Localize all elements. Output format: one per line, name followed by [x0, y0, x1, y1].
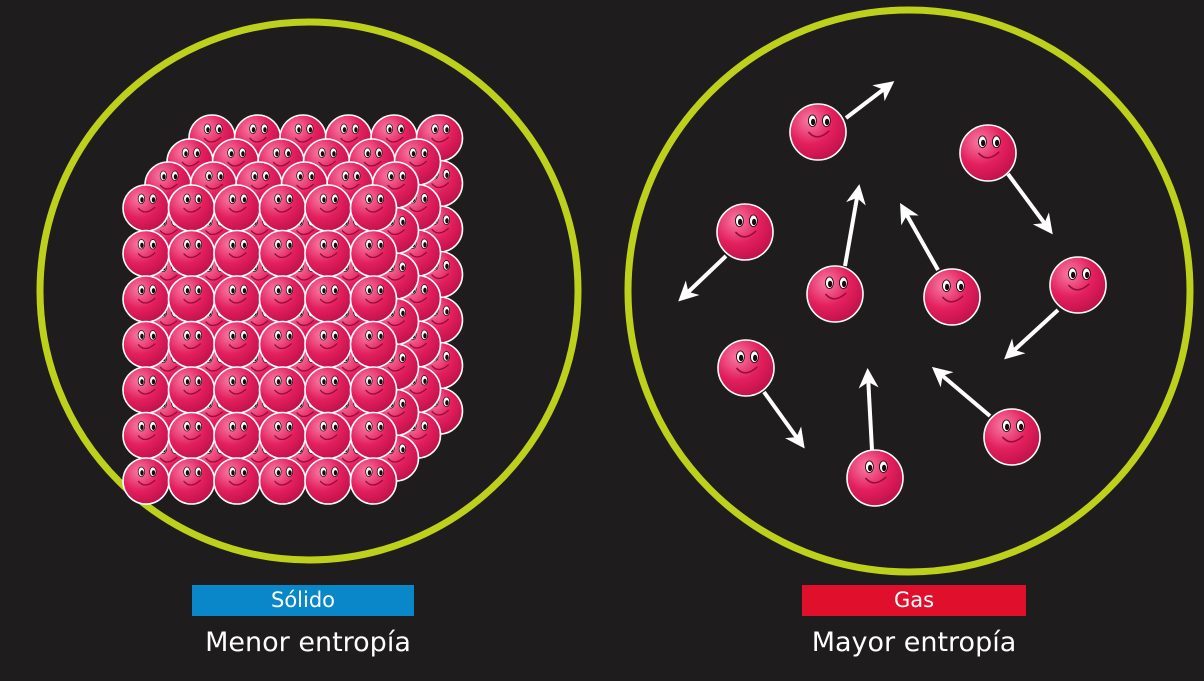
gas-container-ring: [624, 6, 1194, 576]
motion-arrow: [844, 81, 895, 120]
solid-particle: [304, 320, 352, 369]
motion-arrow: [843, 184, 866, 267]
solid-particle: [349, 457, 398, 505]
gas-particle: [716, 203, 774, 261]
gas-particle: [923, 268, 981, 326]
solid-particle: [258, 229, 307, 278]
solid-particle: [213, 457, 261, 505]
solid-particle: [304, 366, 352, 414]
gas-particle: [806, 265, 864, 323]
solid-container-ring: [36, 18, 582, 564]
motion-arrow: [1004, 308, 1060, 360]
solid-state-label: Sólido: [192, 585, 414, 616]
solid-particle: [349, 229, 398, 278]
solid-particle: [349, 184, 398, 232]
motion-arrow: [858, 368, 879, 451]
gas-particle: [789, 103, 847, 161]
motion-arrow: [900, 203, 940, 271]
motion-arrow: [678, 254, 728, 302]
solid-particle: [213, 320, 261, 369]
solid-label-text: Sólido: [270, 588, 336, 612]
motion-arrow: [931, 366, 992, 418]
motion-arrow: [1006, 172, 1053, 235]
solid-particle: [167, 411, 216, 460]
gas-particle: [1049, 256, 1107, 314]
solid-particle: [349, 275, 398, 323]
solid-particle: [167, 457, 216, 505]
gas-label-text: Gas: [893, 588, 935, 612]
solid-particle: [213, 275, 261, 323]
gas-state-label: Gas: [802, 585, 1026, 616]
gas-particle: [717, 339, 775, 397]
solid-particle: [304, 229, 352, 278]
solid-particle: [349, 366, 398, 414]
solid-particle: [304, 411, 352, 460]
solid-particle: [258, 366, 307, 414]
solid-particle: [167, 229, 216, 278]
solid-particle: [258, 457, 307, 505]
gas-particle: [983, 408, 1041, 466]
solid-particle: [167, 320, 216, 369]
solid-particle: [122, 366, 170, 414]
solid-particle: [122, 320, 170, 369]
gas-motion-arrows: [678, 81, 1060, 451]
gas-particle: [959, 124, 1017, 182]
gas-particle: [846, 449, 904, 507]
solid-particle: [349, 320, 398, 369]
solid-particle: [258, 275, 307, 323]
solid-particle: [167, 366, 216, 414]
solid-particle: [213, 184, 261, 232]
solid-particle: [213, 366, 261, 414]
solid-particle: [304, 275, 352, 323]
solid-particle: [122, 411, 170, 460]
solid-particle: [167, 184, 216, 232]
solid-particle: [258, 184, 307, 232]
solid-particle: [122, 184, 170, 232]
solid-particle: [349, 411, 398, 460]
motion-arrow: [762, 390, 805, 449]
solid-particle: [122, 275, 170, 323]
solid-particle-lattice: [122, 114, 464, 505]
solid-particle: [122, 229, 170, 278]
gas-entropy-caption: Mayor entropía: [811, 627, 1017, 658]
solid-particle: [167, 275, 216, 323]
solid-particle: [122, 457, 170, 505]
solid-particle: [258, 320, 307, 369]
solid-particle: [258, 411, 307, 460]
solid-particle: [304, 457, 352, 505]
solid-entropy-caption: Menor entropía: [205, 627, 411, 658]
gas-particles: [716, 103, 1107, 507]
solid-particle: [304, 184, 352, 232]
solid-particle: [213, 411, 261, 460]
solid-particle: [213, 229, 261, 278]
